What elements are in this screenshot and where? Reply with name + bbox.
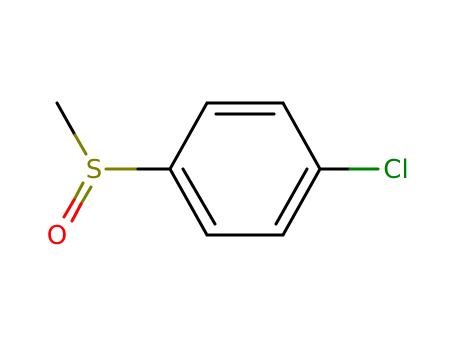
bond-s-o-2b (70, 202, 83, 223)
ring-bond-3 (281, 101, 322, 171)
bond-s-o-2a (79, 185, 93, 206)
bond-methyl-s-a (55, 101, 77, 137)
bond-s-o-1a (72, 181, 85, 202)
atom-label-o: O (47, 221, 67, 251)
bond-s-o-1b (62, 198, 76, 219)
bond-methyl-s-b (73, 133, 88, 156)
atom-label-s: S (86, 155, 103, 185)
ring-bond-4 (281, 167, 322, 237)
atom-label-cl: Cl (383, 155, 408, 185)
ring-bond-6 (168, 167, 209, 237)
ring-bond-1 (168, 101, 209, 171)
ring-inner-bond-left (181, 167, 217, 226)
ring-inner-bond-right (274, 167, 309, 226)
